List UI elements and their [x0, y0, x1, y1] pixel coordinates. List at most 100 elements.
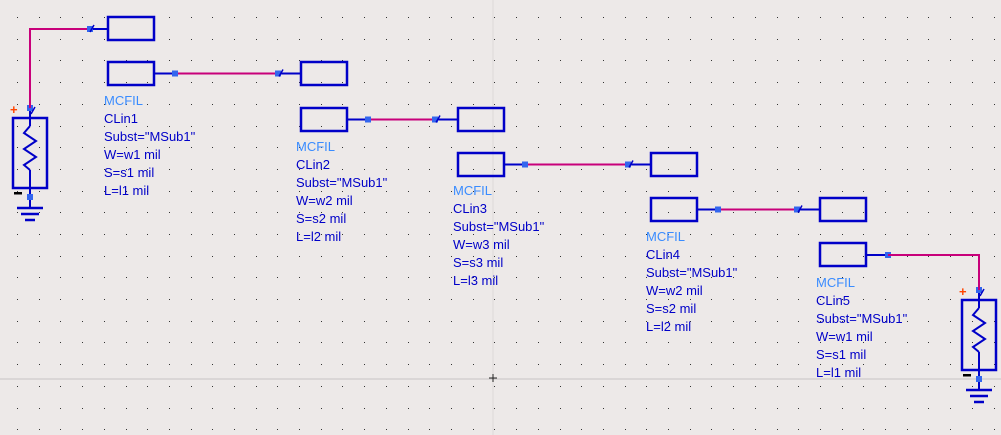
- grid-dot: [755, 191, 756, 192]
- pin-node[interactable]: [432, 116, 438, 123]
- grid-dot: [690, 104, 691, 105]
- pin-node[interactable]: [275, 70, 281, 77]
- grid-dot: [299, 212, 300, 213]
- grid-dot: [907, 386, 908, 387]
- grid-dot: [928, 342, 929, 343]
- grid-dot: [972, 212, 973, 213]
- grid-dot: [169, 321, 170, 322]
- grid-dot: [560, 82, 561, 83]
- port-tick-icon: [435, 115, 441, 123]
- grid-dot: [234, 299, 235, 300]
- grid-dot: [364, 429, 365, 430]
- coupled-line-strip[interactable]: [818, 196, 868, 223]
- grid-dot: [169, 408, 170, 409]
- grid-dot: [950, 82, 951, 83]
- grid-dot: [386, 277, 387, 278]
- coupled-line-strip[interactable]: [106, 15, 156, 42]
- pin-node[interactable]: [522, 161, 528, 168]
- grid-dot: [299, 386, 300, 387]
- grid-dot: [885, 364, 886, 365]
- grid-dot: [690, 277, 691, 278]
- pin-node[interactable]: [715, 206, 721, 213]
- grid-dot: [191, 277, 192, 278]
- coupled-line-strip[interactable]: [818, 241, 868, 268]
- grid-dot: [494, 17, 495, 18]
- grid-dot: [603, 147, 604, 148]
- grid-dot: [928, 169, 929, 170]
- grid-dot: [17, 408, 18, 409]
- coupled-line-strip[interactable]: [649, 151, 699, 178]
- grid-dot: [777, 408, 778, 409]
- grid-dot: [603, 169, 604, 170]
- grid-dot: [429, 321, 430, 322]
- grid-dot: [299, 126, 300, 127]
- grid-dot: [256, 126, 257, 127]
- pin-node[interactable]: [794, 206, 800, 213]
- coupled-line-strip[interactable]: [649, 196, 699, 223]
- grid-dot: [17, 364, 18, 365]
- grid-dot: [646, 342, 647, 343]
- grid-dot: [39, 408, 40, 409]
- grid-dot: [82, 256, 83, 257]
- grid-dot: [364, 82, 365, 83]
- grid-dot: [342, 386, 343, 387]
- pin-node[interactable]: [87, 26, 93, 32]
- pin-node[interactable]: [976, 376, 982, 382]
- grid-dot: [60, 169, 61, 170]
- grid-dot: [733, 191, 734, 192]
- grid-dot: [733, 321, 734, 322]
- pin-node[interactable]: [625, 161, 631, 168]
- grid-dot: [950, 104, 951, 105]
- grid-dot: [972, 429, 973, 430]
- coupled-line-strip[interactable]: [299, 106, 349, 133]
- grid-dot: [516, 234, 517, 235]
- grid-dot: [777, 299, 778, 300]
- grid-dot: [212, 234, 213, 235]
- grid-dot: [256, 212, 257, 213]
- coupled-line-strip[interactable]: [456, 151, 506, 178]
- grid-dot: [777, 364, 778, 365]
- grid-dot: [603, 386, 604, 387]
- grid-dot: [256, 82, 257, 83]
- grid-dot: [668, 321, 669, 322]
- grid-dot: [711, 429, 712, 430]
- grid-dot: [429, 82, 430, 83]
- grid-dot: [972, 82, 973, 83]
- coupled-line-strip[interactable]: [456, 106, 506, 133]
- grid-dot: [126, 277, 127, 278]
- coupled-line-strip[interactable]: [106, 60, 156, 87]
- pin-node[interactable]: [365, 116, 371, 123]
- grid-dot: [581, 39, 582, 40]
- grid-dot: [625, 321, 626, 322]
- grid-dot: [234, 277, 235, 278]
- label-s: S=s3 mil: [453, 255, 503, 270]
- coupled-line-strip[interactable]: [299, 60, 349, 87]
- grid-dot: [39, 169, 40, 170]
- grid-dot: [994, 429, 995, 430]
- grid-dot: [342, 408, 343, 409]
- grid-dot: [39, 60, 40, 61]
- grid-dot: [863, 191, 864, 192]
- pin-node[interactable]: [172, 70, 178, 77]
- grid-dot: [191, 212, 192, 213]
- grid-dot: [777, 191, 778, 192]
- grid-dot: [863, 104, 864, 105]
- grid-dot: [473, 364, 474, 365]
- wire[interactable]: [888, 254, 980, 290]
- grid-dot: [494, 277, 495, 278]
- grid-dot: [256, 147, 257, 148]
- pin-node[interactable]: [27, 194, 33, 200]
- wire[interactable]: [29, 28, 90, 108]
- grid-dot: [191, 60, 192, 61]
- grid-dot: [950, 386, 951, 387]
- grid-dot: [169, 299, 170, 300]
- grid-dot: [364, 321, 365, 322]
- grid-dot: [39, 386, 40, 387]
